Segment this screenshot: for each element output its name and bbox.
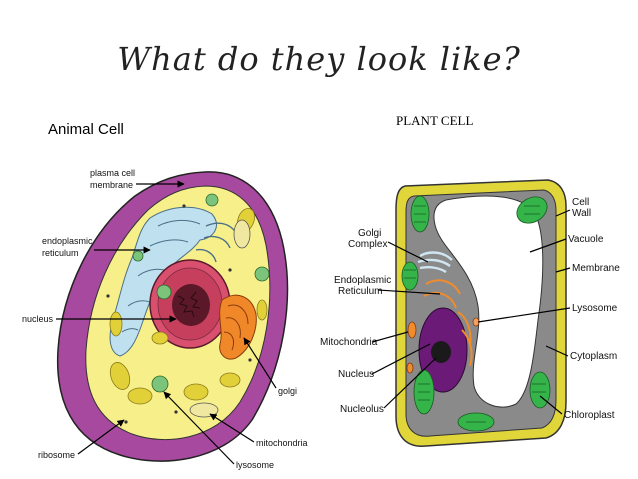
plant-label-lysosome: Lysosome bbox=[572, 303, 618, 314]
animal-vesicles bbox=[109, 207, 268, 405]
animal-nucleus bbox=[149, 259, 231, 349]
plant-label-cell-wall-1: Cell bbox=[572, 197, 589, 208]
plant-label-chloroplast: Chloroplast bbox=[564, 410, 615, 421]
plant-label-er-1: Endoplasmic bbox=[334, 275, 391, 286]
plant-label-golgi-2: Complex bbox=[348, 239, 387, 250]
plant-cell-heading: PLANT CELL bbox=[396, 113, 474, 128]
label-er-2: reticulum bbox=[42, 248, 79, 258]
label-nucleus: nucleus bbox=[22, 314, 54, 324]
animal-ribosomes bbox=[106, 204, 252, 424]
label-ribosome: ribosome bbox=[38, 450, 75, 460]
plant-golgi bbox=[417, 251, 453, 274]
plant-label-mitochondria: Mitochondria bbox=[320, 337, 378, 348]
label-er-1: endoplasmic bbox=[42, 236, 93, 246]
label-plasma-membrane-1: plasma cell bbox=[90, 168, 135, 178]
plant-nucleolus bbox=[431, 341, 451, 363]
plant-label-nucleus: Nucleus bbox=[338, 369, 374, 380]
animal-cell: plasma cell membrane endoplasmic reticul… bbox=[22, 168, 308, 470]
label-mitochondria: mitochondria bbox=[256, 438, 308, 448]
plant-cell: Golgi Complex Endoplasmic Reticulum Mito… bbox=[320, 179, 620, 447]
label-lysosome: lysosome bbox=[236, 460, 274, 470]
animal-mitochondria bbox=[132, 193, 270, 418]
plant-label-nucleolus: Nucleolus bbox=[340, 404, 384, 415]
label-plasma-membrane-2: membrane bbox=[90, 180, 133, 190]
plant-label-golgi-1: Golgi bbox=[358, 228, 381, 239]
plant-chloroplasts bbox=[401, 195, 551, 432]
animal-cell-heading: Animal Cell bbox=[48, 121, 124, 138]
plant-label-membrane: Membrane bbox=[572, 263, 620, 274]
label-golgi: golgi bbox=[278, 386, 297, 396]
plant-mitochondria bbox=[406, 317, 480, 374]
plant-label-er-2: Reticulum bbox=[338, 286, 382, 297]
plant-label-cell-wall-2: Wall bbox=[572, 208, 591, 219]
plant-endoplasmic-reticulum bbox=[423, 279, 473, 367]
plant-label-cytoplasm: Cytoplasm bbox=[570, 351, 617, 362]
animal-nucleolus bbox=[172, 284, 210, 326]
plant-label-vacuole: Vacuole bbox=[568, 234, 604, 245]
slide-title: What do they look like? bbox=[117, 40, 521, 78]
